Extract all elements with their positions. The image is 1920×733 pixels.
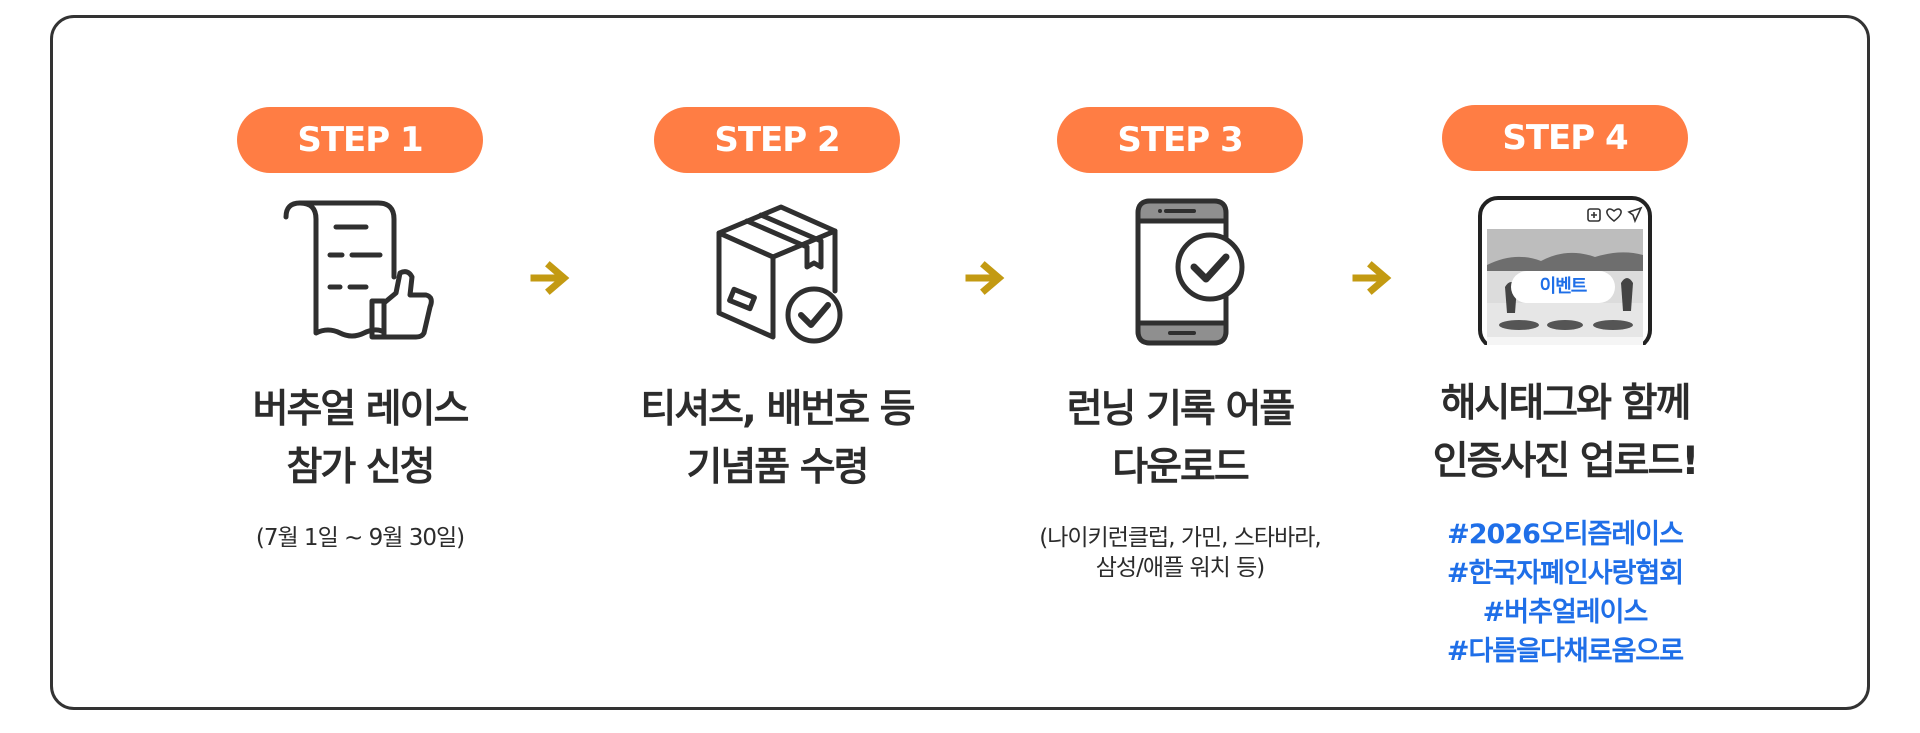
step-4-title-line: 해시태그와 함께 [1440,381,1692,426]
arrow-right-icon [530,258,570,302]
step-3-title-line: 다운로드 [1112,445,1250,490]
arrow-right-icon [1352,258,1392,302]
phone-photo-icon: 이벤트 [1475,195,1655,345]
step-2-label: STEP 2 [654,107,900,173]
step-3-title-line: 런닝 기록 어플 [1066,387,1295,432]
box-check-icon [687,197,867,347]
step-1-label: STEP 1 [237,107,483,173]
step-1-title: 버추얼 레이스 참가 신청 [180,381,540,497]
receipt-thumbs-up-icon [270,197,450,347]
step-3-note-line: 삼성/애플 워치 등) [1095,555,1265,581]
hashtag: #한국자폐인사랑협회 [1446,558,1684,589]
hashtag: #2026오티즘레이스 [1447,519,1684,550]
step-3-note: (나이키런클럽, 가민, 스타바라, 삼성/애플 워치 등) [1000,523,1360,583]
step-3-title: 런닝 기록 어플 다운로드 [1000,381,1360,497]
hashtag: #다름을다채로움으로 [1446,636,1684,667]
step-1-note: (7월 1일 ~ 9월 30일) [180,523,540,553]
step-2: STEP 2 티셔츠, 배번호 등 기념품 수령 [597,90,957,497]
phone-check-icon [1090,197,1270,347]
step-3-label: STEP 3 [1057,107,1303,173]
hashtag: #버추얼레이스 [1482,597,1649,628]
step-4-label: STEP 4 [1442,105,1688,171]
hashtag-list: #2026오티즘레이스 #한국자폐인사랑협회 #버추얼레이스 #다름을다채로움으… [1385,515,1745,671]
step-4-title-line: 인증사진 업로드! [1432,439,1700,484]
arrow-right-icon [965,258,1005,302]
step-3: STEP 3 런닝 기록 어플 다운로드 (나이키런클럽, 가민, 스타바라, … [1000,90,1360,583]
step-4-title: 해시태그와 함께 인증사진 업로드! [1385,375,1745,491]
event-badge: 이벤트 [1511,271,1615,303]
step-1-note-line: (7월 1일 ~ 9월 30일) [255,525,465,551]
step-3-note-line: (나이키런클럽, 가민, 스타바라, [1039,525,1321,551]
step-4: STEP 4 이벤트 해시태그와 함께 인증사진 업로드! #2026오티즘레이 [1385,88,1745,671]
step-1-title-line: 버추얼 레이스 [252,387,470,432]
step-2-title: 티셔츠, 배번호 등 기념품 수령 [597,381,957,497]
step-2-title-line: 기념품 수령 [686,445,870,490]
step-1-title-line: 참가 신청 [286,445,435,490]
step-2-title-line: 티셔츠, 배번호 등 [640,387,915,432]
step-1: STEP 1 버추얼 레이스 참가 신청 (7월 1일 ~ 9월 30일) [180,90,540,553]
